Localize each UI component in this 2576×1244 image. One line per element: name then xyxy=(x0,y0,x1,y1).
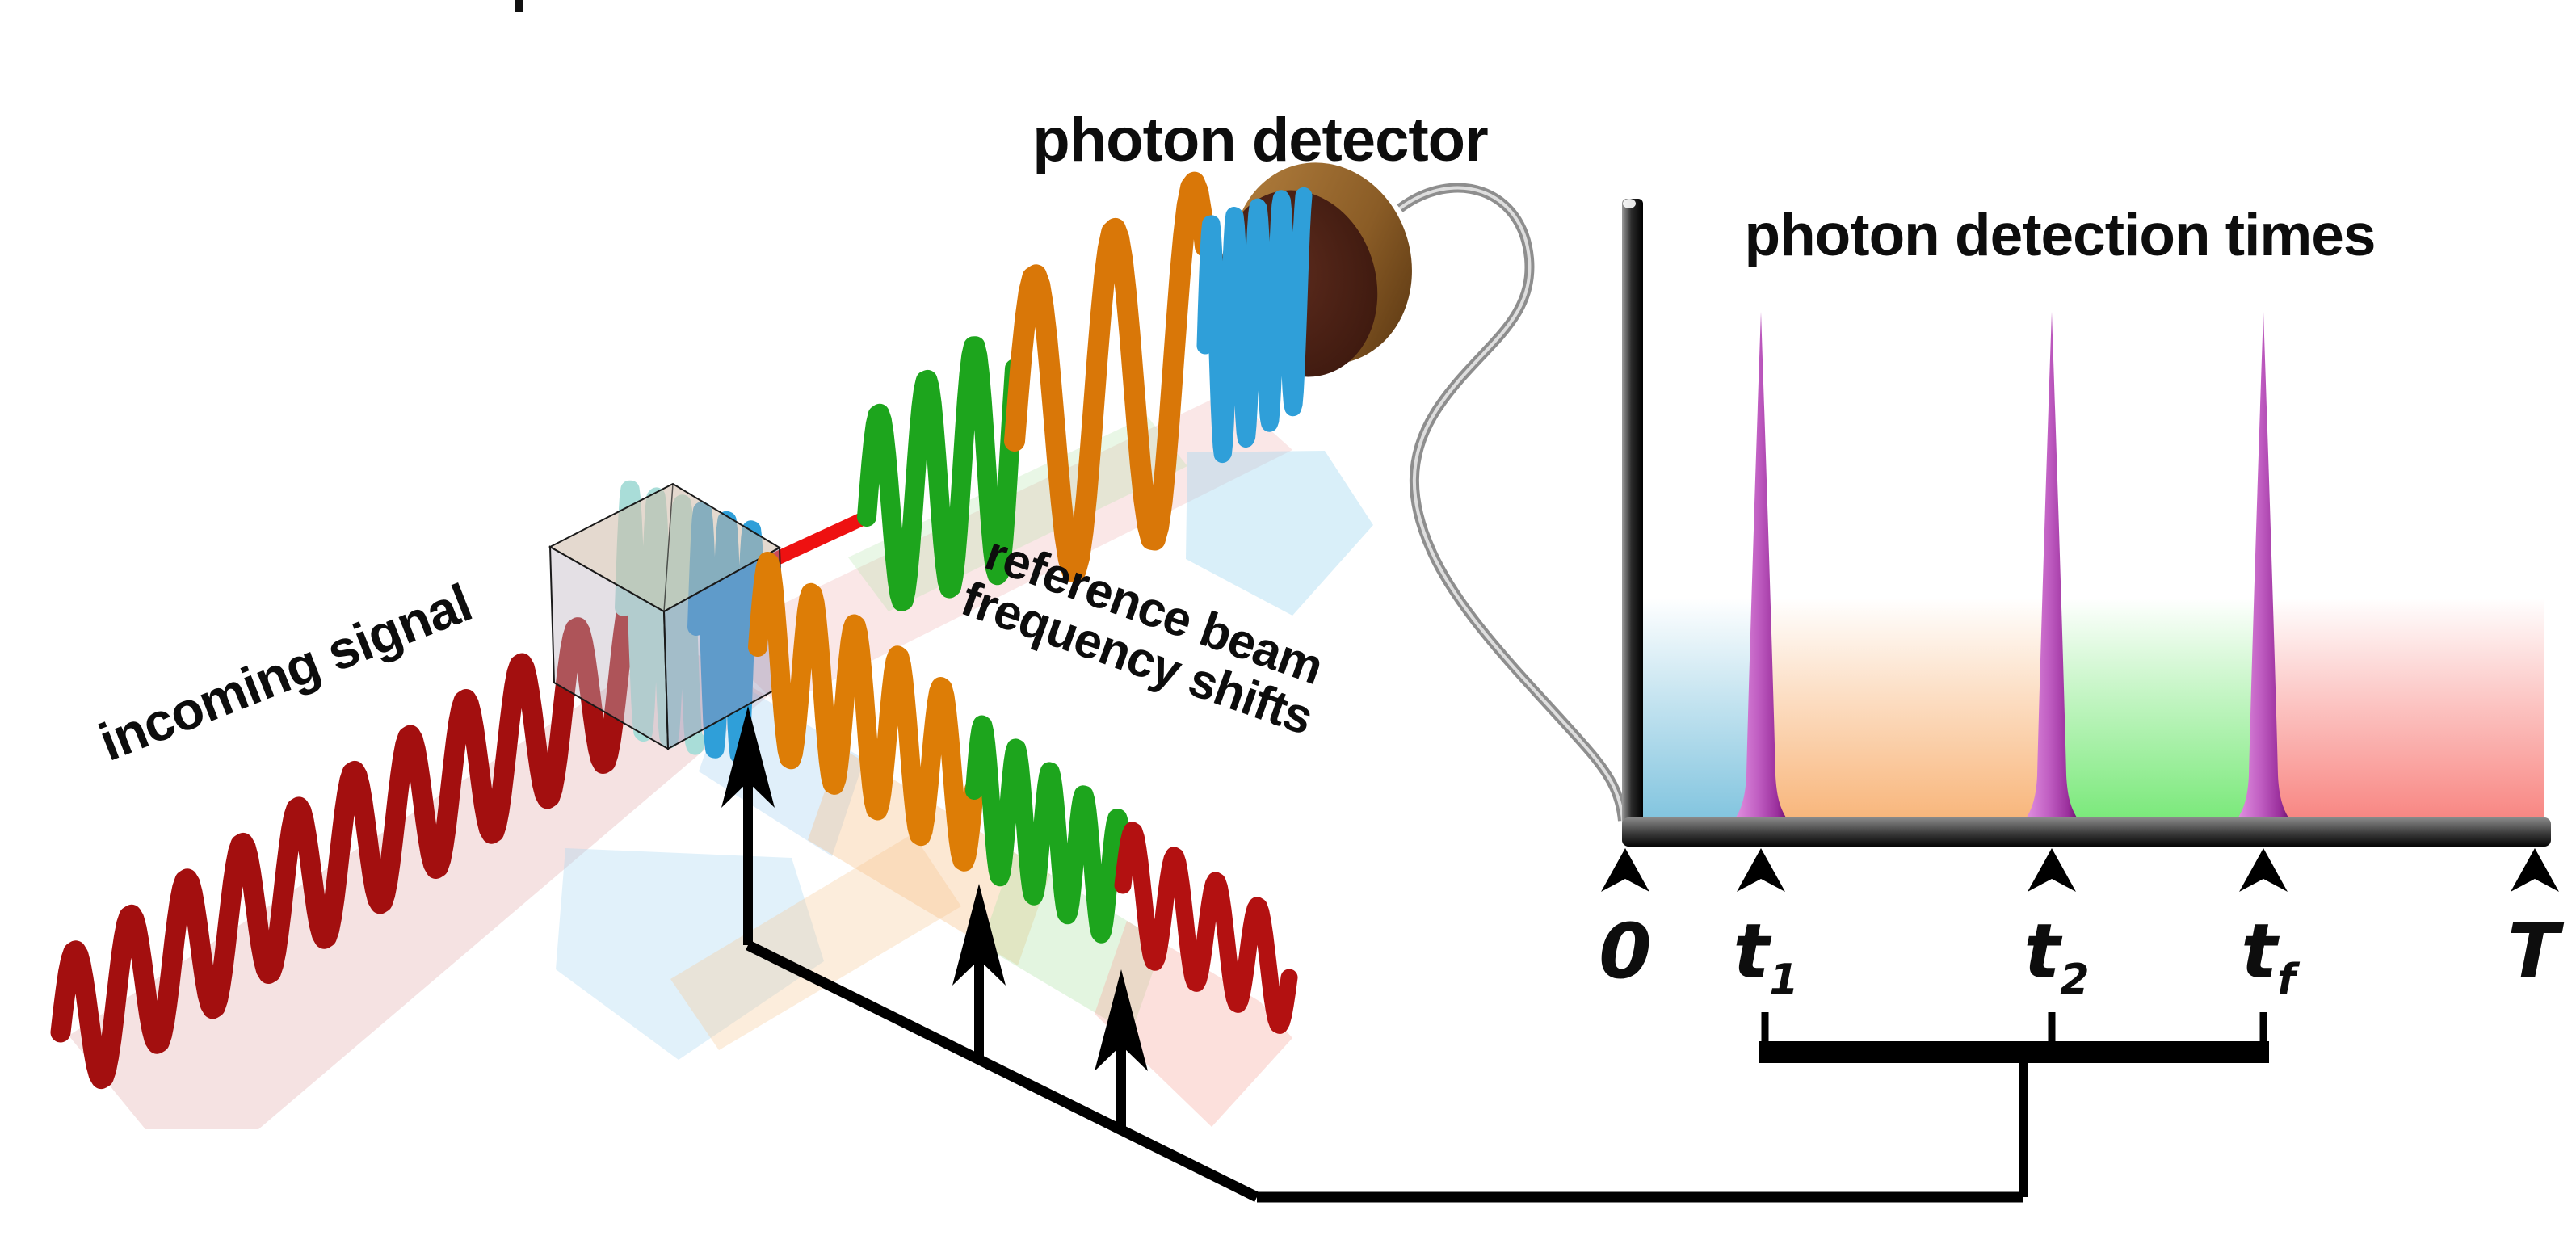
detector-entry-wave xyxy=(1196,187,1313,464)
band-red xyxy=(2263,598,2544,821)
band-blue xyxy=(1641,598,1761,821)
x-axis-bar xyxy=(1622,817,2551,847)
beam-ribbons xyxy=(69,392,1373,1129)
axis-glint xyxy=(1623,199,1636,208)
bracket-bar xyxy=(1759,1041,2269,1063)
band-green xyxy=(2052,598,2263,821)
frequency-shift-arrows xyxy=(721,706,1148,1130)
y-axis-bar xyxy=(1622,199,1643,845)
plot-title: photon detection times xyxy=(1744,203,2376,268)
grouping-bracket-and-connectors xyxy=(721,706,2269,1203)
axis-tick-tf: tf xyxy=(2241,908,2296,1004)
incoming-signal-wave xyxy=(50,581,657,1090)
reference-ribbon-red-arrow xyxy=(1095,921,1292,1127)
detector-cable xyxy=(1397,183,1628,822)
axis-tick-zero: 0 xyxy=(1599,908,1652,996)
axis-tick-T: T xyxy=(2507,908,2560,996)
detection-peaks xyxy=(1733,312,2291,822)
detector-ribbon-blue-arrow xyxy=(1186,451,1373,616)
photon-detector-label: photon detector xyxy=(1032,106,1488,174)
axis-tick-arrowheads xyxy=(1601,848,2559,892)
detector-beam-waves xyxy=(857,171,1216,611)
reference-beam-waves xyxy=(748,552,1298,1034)
reflected-beam-ribbon-orange xyxy=(670,834,961,1050)
crop-artifact-mark xyxy=(515,0,523,12)
detector-ribbon-green xyxy=(848,416,1187,611)
reflected-beam-ribbon-blue xyxy=(556,848,824,1060)
axis-tick-t2: t2 xyxy=(2023,908,2090,1004)
band-orange xyxy=(1761,598,2052,821)
detection-times-plot xyxy=(1601,199,2559,892)
axis-tick-t1: t1 xyxy=(1733,908,1799,1004)
